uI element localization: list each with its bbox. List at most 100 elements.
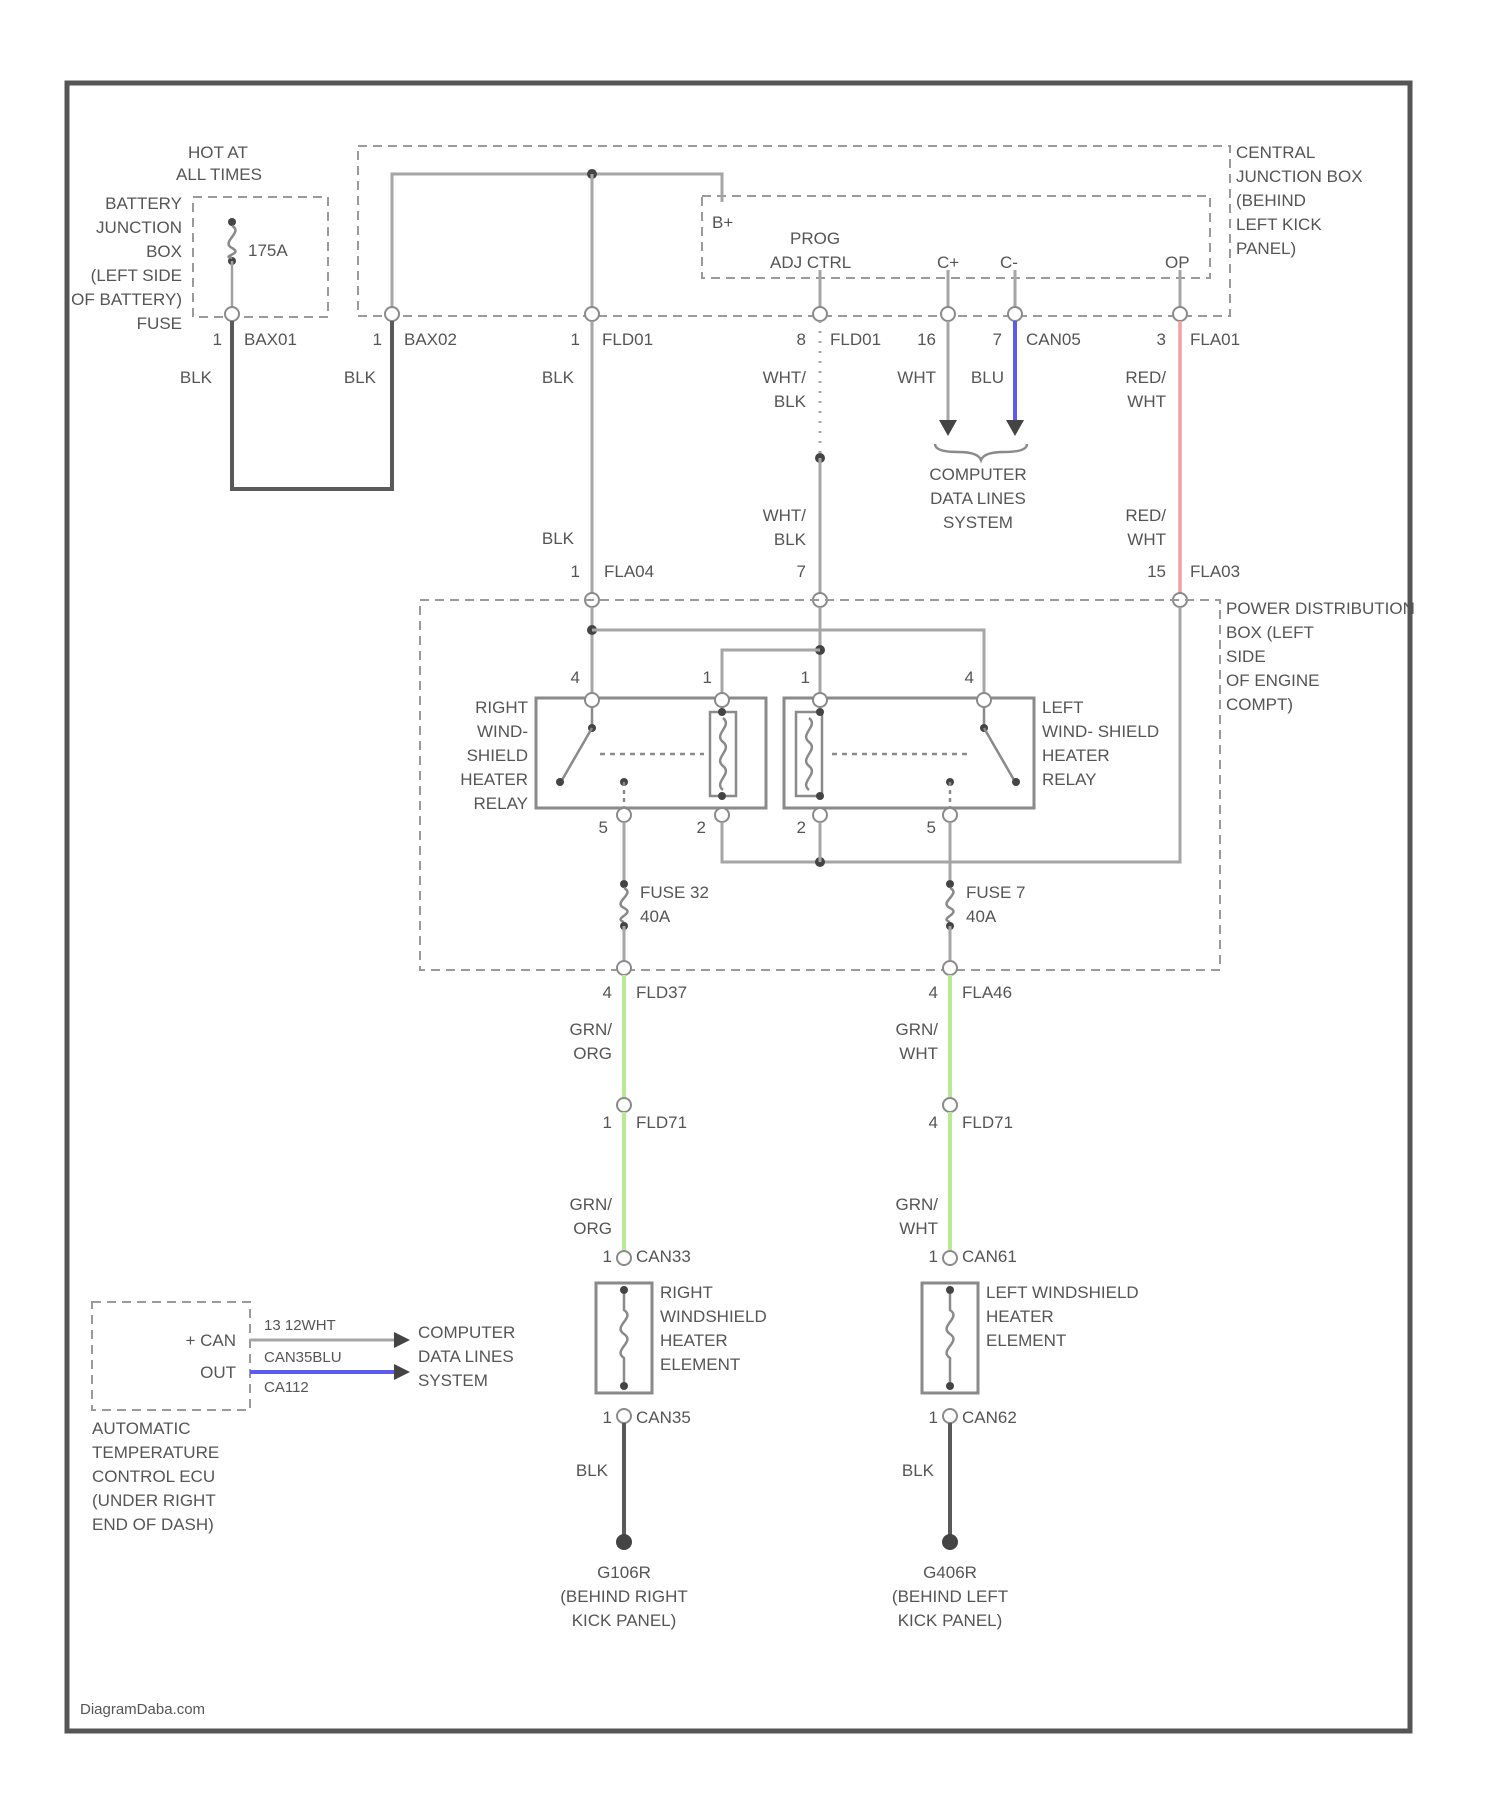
pin-number: 4 [603, 983, 612, 1002]
data-link-label-1: COMPUTER [929, 465, 1026, 484]
relay-label-1: LEFT [1042, 698, 1084, 717]
wire-color: RED/ [1125, 368, 1166, 387]
top-connectors: 1 BAX01 BLK 1 BAX02 BLK 1 FLD01 BLK 8 FL… [180, 307, 1240, 411]
wire-color: WHT [1127, 392, 1166, 411]
ground-icon [616, 1534, 632, 1550]
atc-wire-label: CAN35BLU [264, 1349, 342, 1366]
pin-number: 4 [929, 1113, 938, 1132]
pin-number: 1 [571, 330, 580, 349]
element-label-3: HEATER [660, 1331, 728, 1350]
pin-number: 8 [797, 330, 806, 349]
op-label: OP [1165, 253, 1190, 272]
wire-color: GRN/ [570, 1020, 613, 1039]
connector-pin [385, 307, 399, 321]
wire-color: BLK [542, 368, 575, 387]
fuse-rating: 175A [248, 241, 288, 260]
cjb-label-4: LEFT KICK [1236, 215, 1322, 234]
atc-label-3: CONTROL ECU [92, 1467, 215, 1486]
atc-label-1: AUTOMATIC [92, 1419, 191, 1438]
wire-color: BLU [971, 368, 1004, 387]
atc-pin-label: + CAN [185, 1331, 236, 1350]
cjb-label-5: PANEL) [1236, 239, 1296, 258]
bjb-label-2: JUNCTION [96, 218, 182, 237]
relay-pin: 1 [703, 668, 712, 687]
pdb-label-4: OF ENGINE [1226, 671, 1320, 690]
wire-color: WHT [899, 1044, 938, 1063]
pin-number: 1 [603, 1408, 612, 1427]
connector-pin [585, 307, 599, 321]
pin-number: 7 [797, 562, 806, 581]
connector-id: CAN62 [962, 1408, 1017, 1427]
relay-label-2: WIND- SHIELD [1042, 722, 1159, 741]
right-heater-branch: 4 FLD37 GRN/ ORG 1 FLD71 GRN/ ORG 1 CAN3… [560, 961, 766, 1630]
wire-color: BLK [542, 529, 575, 548]
connector-id: CAN35 [636, 1408, 691, 1427]
element-label-1: RIGHT [660, 1283, 713, 1302]
ground-label-3: KICK PANEL) [572, 1611, 677, 1630]
pdb-label-2: BOX (LEFT [1226, 623, 1314, 642]
pin-number: 1 [213, 330, 222, 349]
atc-label-4: (UNDER RIGHT [92, 1491, 216, 1510]
wire-color: WHT [899, 1219, 938, 1238]
relay-label-3: SHIELD [467, 746, 528, 765]
atc-wire-label: CA112 [264, 1379, 309, 1396]
atc-ecu: + CAN OUT 13 12WHT CAN35BLU CA112 COMPUT… [92, 1302, 515, 1534]
pin-number: 1 [603, 1247, 612, 1266]
atc-data-link-1: COMPUTER [418, 1323, 515, 1342]
bjb-label-4: (LEFT SIDE [91, 266, 182, 285]
hot-label-1: HOT AT [188, 143, 248, 162]
connector-id: CAN61 [962, 1247, 1017, 1266]
cjb-label-3: (BEHIND [1236, 191, 1306, 210]
relay-pin: 2 [797, 818, 806, 837]
atc-wire-label: 13 12WHT [264, 1317, 336, 1334]
ground-label-2: (BEHIND RIGHT [560, 1587, 688, 1606]
wire-color: GRN/ [896, 1195, 939, 1214]
connector-id: FLA03 [1190, 562, 1240, 581]
wire-color: GRN/ [896, 1020, 939, 1039]
element-label-4: ELEMENT [660, 1355, 740, 1374]
connector-pin [1008, 307, 1022, 321]
relay-label-1: RIGHT [475, 698, 528, 717]
pin-number: 16 [917, 330, 936, 349]
left-heater-relay: LEFT WIND- SHIELD HEATER RELAY [784, 698, 1159, 808]
pin-number: 1 [373, 330, 382, 349]
bplus-label: B+ [712, 213, 733, 232]
atc-data-link-2: DATA LINES [418, 1347, 514, 1366]
atc-pin-label: OUT [200, 1363, 236, 1382]
atc-label-5: END OF DASH) [92, 1515, 214, 1534]
ground-label-3: KICK PANEL) [898, 1611, 1003, 1630]
relay-pin: 5 [599, 818, 608, 837]
wire-color: BLK [774, 392, 807, 411]
connector-id: FLD37 [636, 983, 687, 1002]
pin-number: 4 [929, 983, 938, 1002]
pin-number: 1 [929, 1408, 938, 1427]
element-label-2: WINDSHIELD [660, 1307, 767, 1326]
pin-number: 3 [1157, 330, 1166, 349]
fuse-icon [947, 888, 954, 922]
connector-id: FLD01 [602, 330, 653, 349]
relay-pin: 5 [927, 818, 936, 837]
relay-label-3: HEATER [1042, 746, 1110, 765]
connector-pin [225, 307, 239, 321]
relay-label-4: RELAY [1042, 770, 1097, 789]
wire-color: BLK [344, 368, 377, 387]
wire-color: WHT [1127, 530, 1166, 549]
pin-number: 7 [993, 330, 1002, 349]
wire-color: BLK [902, 1461, 935, 1480]
battery-junction-box: HOT AT ALL TIMES BATTERY JUNCTION BOX (L… [71, 143, 328, 333]
bjb-label-1: BATTERY [105, 194, 182, 213]
central-junction-box: CENTRAL JUNCTION BOX (BEHIND LEFT KICK P… [358, 143, 1363, 316]
relay-label-2: WIND- [477, 722, 528, 741]
connector-pin [941, 307, 955, 321]
connector-id: CAN05 [1026, 330, 1081, 349]
pdb-label-5: COMPT) [1226, 695, 1293, 714]
wire-color: BLK [576, 1461, 609, 1480]
connector-id: FLA01 [1190, 330, 1240, 349]
wire-color: ORG [573, 1219, 612, 1238]
element-label-3: ELEMENT [986, 1331, 1066, 1350]
element-label-1: LEFT WINDSHIELD [986, 1283, 1139, 1302]
cjb-label-2: JUNCTION BOX [1236, 167, 1363, 186]
pin-number: 1 [603, 1113, 612, 1132]
connector-id: FLD01 [830, 330, 881, 349]
